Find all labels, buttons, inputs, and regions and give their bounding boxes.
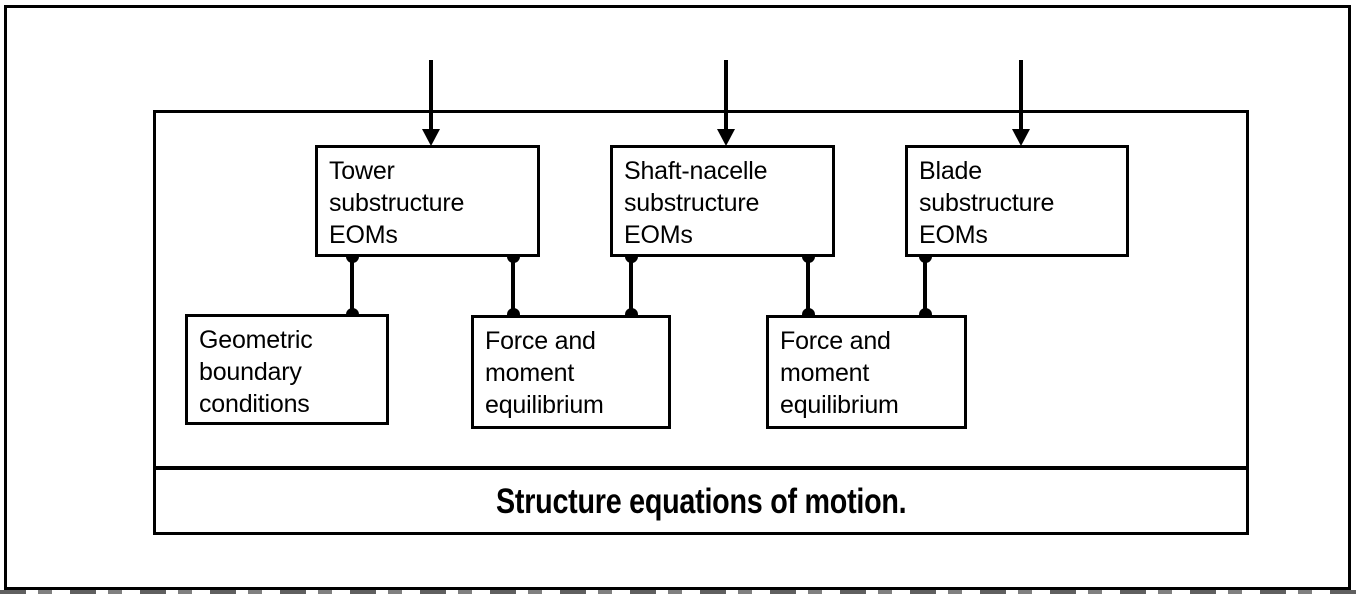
block-geometric-boundary-conditions: Geometric boundary conditions <box>185 314 389 425</box>
connector-tower-to-force-moment-1 <box>506 250 520 321</box>
structure-eom-group-border <box>153 110 1249 535</box>
input-arrow-shaft-nacelle-icon <box>724 60 728 130</box>
block-shaft-nacelle-substructure-eoms: Shaft-nacelle substructure EOMs <box>610 145 835 257</box>
caption-strip: Structure equations of motion. <box>156 470 1246 532</box>
connector-tower-to-geometric-boundary-conditions <box>345 250 359 321</box>
block-shaft-nacelle-substructure-eoms-label: Shaft-nacelle substructure EOMs <box>624 157 768 249</box>
block-force-and-moment-equilibrium-1: Force and moment equilibrium <box>471 315 671 429</box>
block-tower-substructure-eoms-label: Tower substructure EOMs <box>329 157 465 249</box>
block-geometric-boundary-conditions-label: Geometric boundary conditions <box>199 326 313 418</box>
connector-shaft-nacelle-to-force-moment-1 <box>624 250 638 321</box>
caption-divider <box>153 466 1249 470</box>
input-arrow-blade-icon <box>1019 60 1023 130</box>
connector-blade-to-force-moment-2 <box>918 250 932 321</box>
outer-figure-border <box>4 5 1351 590</box>
block-blade-substructure-eoms-label: Blade substructure EOMs <box>919 157 1055 249</box>
block-force-and-moment-equilibrium-1-label: Force and moment equilibrium <box>485 327 604 419</box>
block-force-and-moment-equilibrium-2: Force and moment equilibrium <box>766 315 967 429</box>
figure-caption: Structure equations of motion. <box>495 481 907 521</box>
input-arrow-tower-icon <box>429 60 433 130</box>
connector-shaft-nacelle-to-force-moment-2 <box>801 250 815 321</box>
block-force-and-moment-equilibrium-2-label: Force and moment equilibrium <box>780 327 899 419</box>
scan-artifact <box>0 590 1359 594</box>
block-tower-substructure-eoms: Tower substructure EOMs <box>315 145 540 257</box>
block-blade-substructure-eoms: Blade substructure EOMs <box>905 145 1129 257</box>
